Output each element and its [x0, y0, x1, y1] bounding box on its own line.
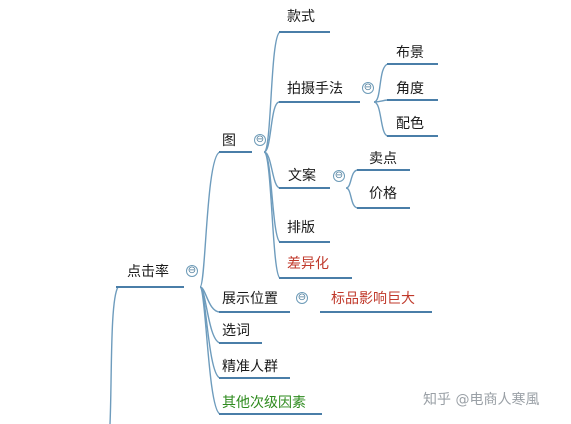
- technique-child-node[interactable]: 角度: [396, 81, 424, 97]
- watermark: 知乎 @电商人寒風: [423, 392, 540, 408]
- keywords-node[interactable]: 选词: [222, 323, 250, 339]
- position-note-node[interactable]: 标品影响巨大: [331, 291, 415, 307]
- technique-node[interactable]: 拍摄手法: [287, 81, 343, 97]
- difference-node[interactable]: 差异化: [287, 256, 329, 272]
- collapse-image-toggle[interactable]: ⊖: [254, 134, 266, 146]
- copy-child-node[interactable]: 卖点: [369, 151, 397, 167]
- collapse-technique-toggle[interactable]: ⊖: [362, 82, 374, 94]
- image-node[interactable]: 图: [222, 133, 236, 149]
- collapse-position-toggle[interactable]: ⊖: [296, 292, 308, 304]
- style-node[interactable]: 款式: [287, 9, 315, 25]
- other-factors-node[interactable]: 其他次级因素: [222, 395, 306, 411]
- copy-child-node[interactable]: 价格: [369, 186, 397, 202]
- audience-node[interactable]: 精准人群: [222, 359, 278, 375]
- root-node[interactable]: 点击率: [127, 264, 169, 280]
- position-node[interactable]: 展示位置: [222, 291, 278, 307]
- collapse-root-toggle[interactable]: ⊖: [186, 265, 198, 277]
- layout-node[interactable]: 排版: [287, 220, 315, 236]
- technique-child-node[interactable]: 配色: [396, 116, 424, 132]
- copy-node[interactable]: 文案: [288, 168, 316, 184]
- technique-child-node[interactable]: 布景: [396, 45, 424, 61]
- collapse-copy-toggle[interactable]: ⊖: [333, 170, 345, 182]
